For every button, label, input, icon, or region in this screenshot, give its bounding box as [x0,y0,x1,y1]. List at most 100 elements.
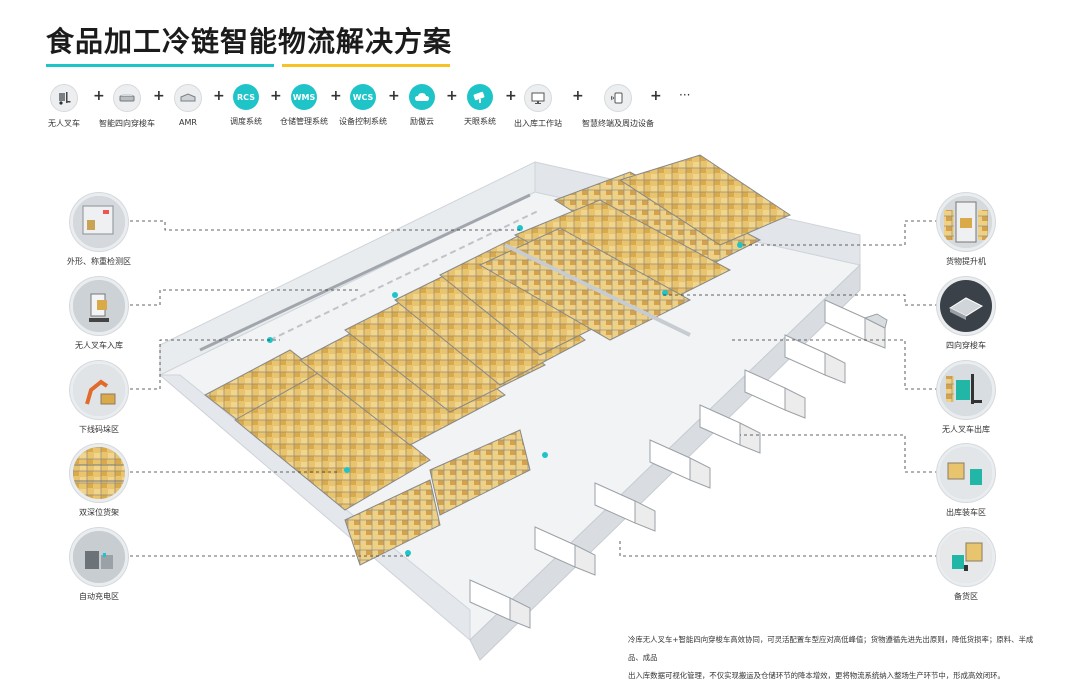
plus-sign: + [213,88,225,104]
callout-lift: 货物提升机 [921,193,1011,267]
shuttle-icon [113,84,141,112]
charging-icon [70,528,128,586]
plus-sign: + [388,88,400,104]
weighing-icon [70,193,128,251]
callout-loading-area: 出库装车区 [921,444,1011,518]
component-terminal: 智慧终端及周边设备 [575,84,661,129]
description-line: 出入库数据可视化管理，不仅实现搬运及仓储环节的降本增效，更将物流系统纳入整场生产… [628,671,1005,680]
callout-four-way-shuttle: 四向穿梭车 [921,277,1011,351]
agv [392,292,398,298]
callout-label: 自动充电区 [79,592,119,601]
double-deep-rack-icon [70,444,128,502]
plus-sign: + [93,88,105,104]
component-wcs: WCS 设备控制系统 [323,84,403,127]
callout-label: 无人叉车出库 [942,425,990,434]
workstation-icon [524,84,552,112]
component-label: 励傲云 [410,117,434,126]
truck [744,369,806,419]
solution-description: 冷库无人叉车+智能四向穿梭车高效协同，可灵活配置车型应对高低峰值；货物遵循先进先… [628,631,1048,685]
four-way-shuttle-icon [937,277,995,335]
rack-block [234,371,431,511]
leader-line [619,540,938,557]
callout-label: 货物提升机 [946,257,986,266]
partition-wall [504,243,691,337]
wcs-icon: WCS [350,84,376,110]
truck [469,579,531,629]
truck [534,526,596,576]
truck [649,439,711,489]
forklift-inbound-icon [70,277,128,335]
staging-area-icon [937,528,995,586]
leader-line [130,339,280,390]
rack-block [618,154,792,246]
cloud-icon [409,84,435,110]
component-label: 无人叉车 [48,119,80,128]
component-label: 仓储管理系统 [280,117,328,126]
component-label: 智慧终端及周边设备 [582,119,654,128]
terminal-icon [604,84,632,112]
callout-charging: 自动充电区 [54,528,144,602]
callout-label: 无人叉车入库 [75,341,123,350]
component-amr: AMR [148,84,228,127]
wms-icon: WMS [291,84,317,110]
agv [344,467,350,473]
callout-label: 四向穿梭车 [946,341,986,350]
callout-label: 下线码垛区 [79,425,119,434]
palletizing-robot-icon [70,361,128,419]
trucks [469,299,888,629]
callout-label: 外形、称重检测区 [67,257,131,266]
callout-double-deep-rack: 双深位货架 [54,444,144,518]
plus-sign: + [153,88,165,104]
rack-block [429,429,531,516]
callout-palletizing: 下线码垛区 [54,361,144,435]
component-wms: WMS 仓储管理系统 [264,84,344,127]
component-label: 出入库工作站 [514,119,562,128]
forklift-icon [50,84,78,112]
plus-sign: + [650,88,662,104]
amr-icon [174,84,202,112]
plus-sign: + [446,88,458,104]
component-workstation: 出入库工作站 [498,84,578,129]
camera-icon [467,84,493,110]
component-label: 智能四向穿梭车 [99,119,155,128]
title-underline-yellow [282,64,450,67]
truck [594,482,656,532]
truck [699,404,761,454]
leader-line [740,434,938,473]
callout-staging-area: 备货区 [921,528,1011,602]
component-label: 调度系统 [230,117,262,126]
component-rcs: RCS 调度系统 [206,84,286,127]
component-shuttle: 智能四向穿梭车 [87,84,167,129]
component-label: AMR [179,118,197,127]
agv [662,290,668,296]
leader-line [130,289,360,306]
agv [737,242,743,248]
conveyor [199,193,531,352]
component-cloud: 励傲云 [382,84,462,127]
description-line: 冷库无人叉车+智能四向穿梭车高效协同，可灵活配置车型应对高低峰值；货物遵循先进先… [628,635,1034,662]
leader-line [730,339,938,390]
plus-sign: + [572,88,584,104]
component-label: 设备控制系统 [339,117,387,126]
rcs-icon: RCS [233,84,259,110]
component-forklift: 无人叉车 [24,84,104,129]
callout-label: 备货区 [954,592,978,601]
left-racks [204,234,621,566]
plus-sign: + [505,88,517,104]
forklift-outbound-icon [937,361,995,419]
callout-forklift-outbound: 无人叉车出库 [921,361,1011,435]
callout-leaders [130,220,938,557]
agv [542,452,548,458]
plus-sign: + [330,88,342,104]
component-camera: 天眼系统 [440,84,520,127]
lift-icon [937,193,995,251]
plus-sign: + [270,88,282,104]
title-underline-teal [46,64,274,67]
component-label: 天眼系统 [464,117,496,126]
callout-label: 出库装车区 [946,508,986,517]
ellipsis: ··· [679,88,691,102]
callout-weighing: 外形、称重检测区 [54,193,144,267]
agv [405,550,411,556]
truck [784,334,846,384]
